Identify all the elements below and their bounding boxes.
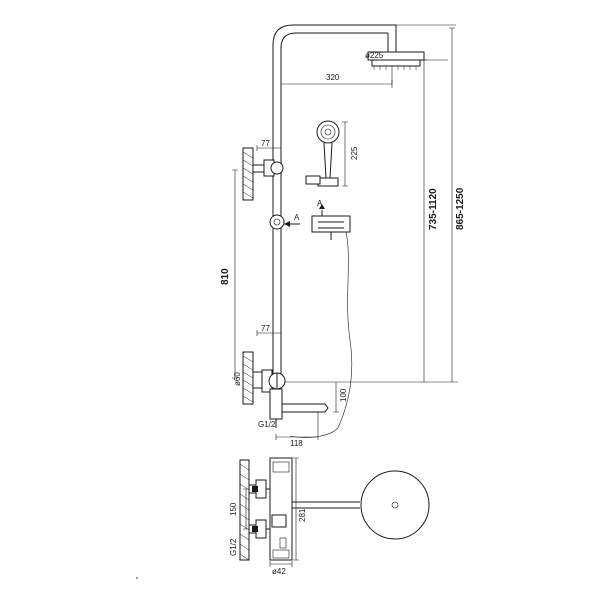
stray-dot: [136, 577, 138, 579]
spout-reach-dimension: [275, 412, 319, 440]
plan-diameter-label: ø42: [272, 567, 286, 576]
plan-281-label: 281: [298, 508, 307, 522]
spout-height-dimension: [333, 382, 339, 413]
valve-spacing-bottom-label: 77: [261, 324, 270, 333]
bath-spout: [269, 388, 329, 428]
arm-reach-dimension: [280, 70, 393, 88]
thread-size-label: G1/2: [258, 420, 276, 429]
shower-hose: [289, 231, 353, 438]
plan-view: 150 281 G1/2 ø42: [229, 457, 430, 576]
section-marker-left: [284, 221, 300, 227]
vertical-810-dimension: [232, 169, 238, 379]
height-range-total-label: 865-1250: [455, 187, 466, 230]
head-diameter-label: ø225: [365, 51, 384, 60]
plan-inlet-top: [249, 479, 267, 499]
riser-pipe: [272, 24, 388, 380]
overhead-arm-drop: [387, 24, 397, 52]
plan-281-dimension: [293, 457, 299, 561]
plan-mixer-body: [269, 457, 293, 561]
riser-pipe-inner: [280, 32, 388, 380]
valve-spacing-top-label: 77: [261, 139, 270, 148]
front-elevation: ø225 320 77 A: [220, 24, 466, 448]
plan-inlet-bottom: [249, 519, 267, 539]
top-wall-bracket: [242, 147, 284, 201]
section-marker-left-label: A: [294, 213, 300, 222]
pipe-diameter-label: ø60: [233, 372, 242, 386]
vertical-810-label: 810: [220, 268, 231, 285]
spout-height-label: 100: [339, 388, 348, 402]
valve-spacing-bottom-line: [256, 330, 282, 336]
plan-150-dimension: [243, 488, 249, 530]
height-range-bar-label: 735-1120: [428, 188, 439, 230]
height-dimensions: [281, 24, 458, 383]
holder-section: [311, 204, 351, 240]
hand-shower-dimension: [342, 121, 348, 187]
hand-shower-length-label: 225: [350, 146, 359, 160]
mixer-valve: [242, 351, 286, 405]
sliding-knob: [269, 214, 285, 230]
rain-shower-head: [367, 51, 425, 70]
arm-reach-label: 320: [326, 73, 340, 82]
plan-rain-head: [360, 470, 430, 540]
plan-150-label: 150: [229, 502, 238, 516]
hand-shower: [305, 120, 340, 187]
section-marker-right-label: A: [317, 199, 323, 208]
spout-reach-label: 118: [290, 439, 303, 448]
plan-thread-label: G1/2: [229, 538, 238, 556]
plan-arm-pipe: [292, 501, 360, 509]
valve-spacing-top-line: [256, 145, 282, 151]
